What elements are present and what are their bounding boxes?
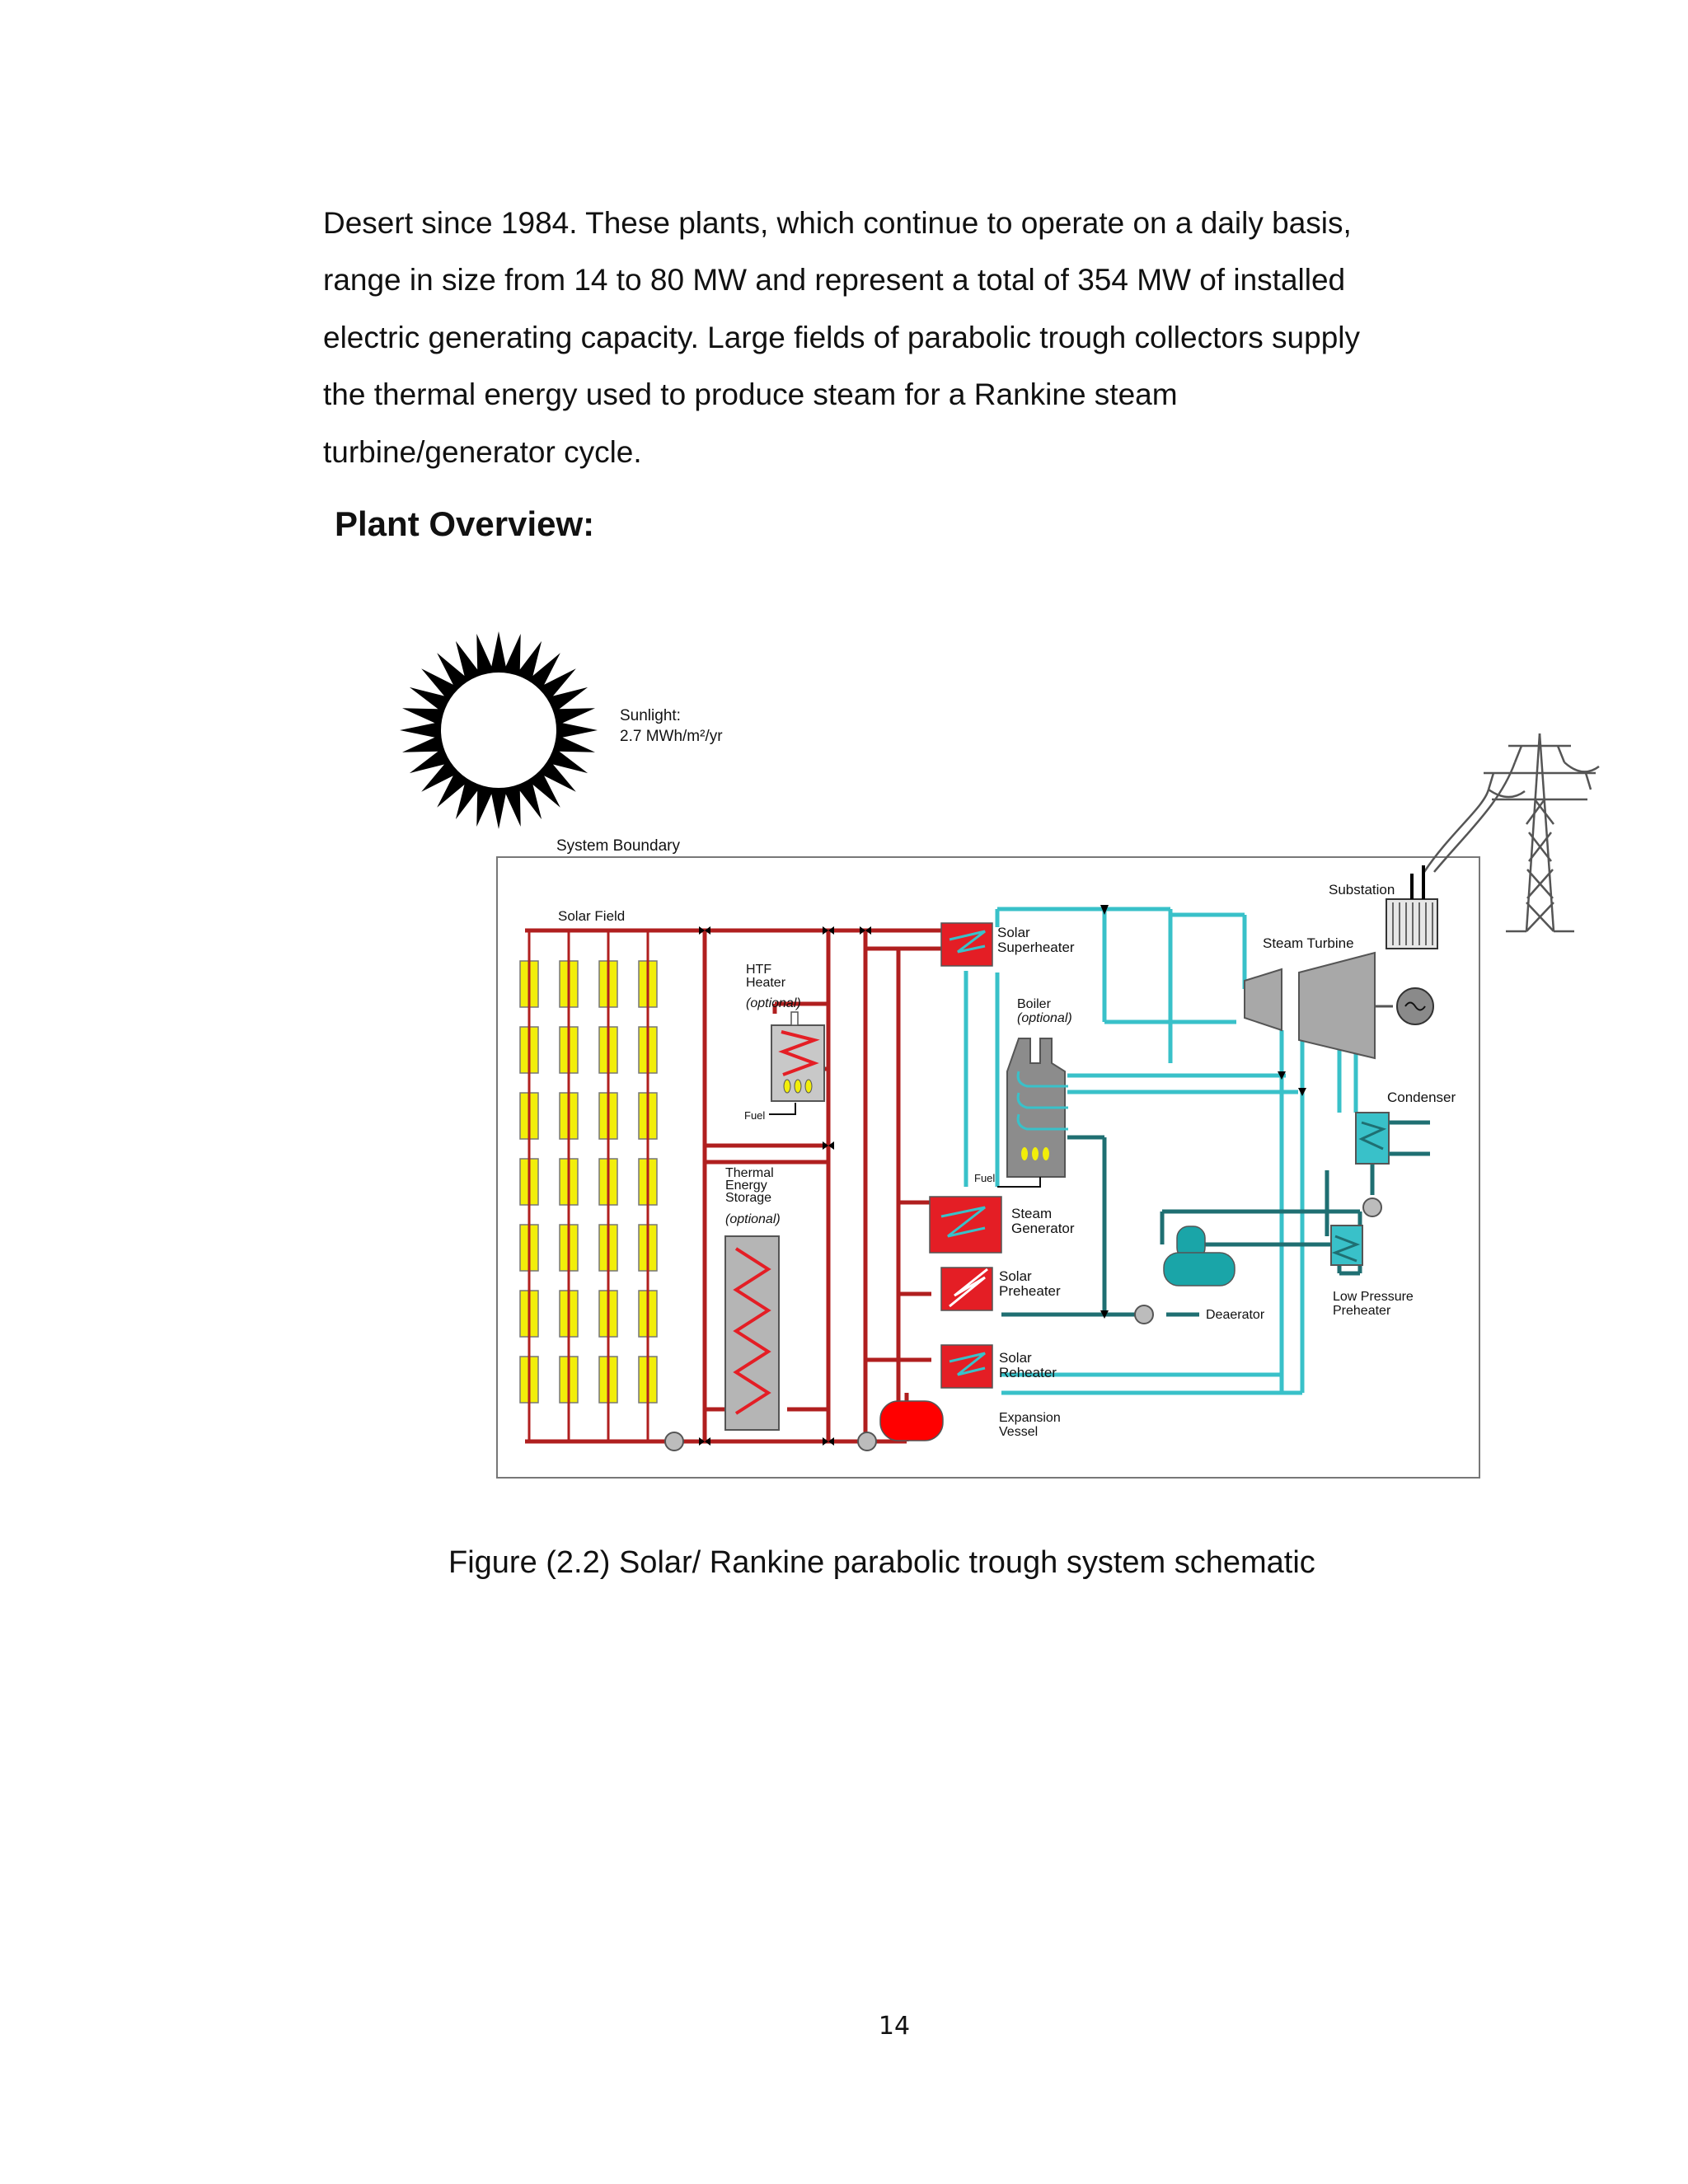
reheater-label: Solar bbox=[999, 1350, 1032, 1366]
solar-field-label: Solar Field bbox=[558, 908, 625, 924]
deaerator-label: Deaerator bbox=[1206, 1308, 1265, 1322]
fuel-label: Fuel bbox=[744, 1109, 765, 1122]
htf-heater-label: HTF bbox=[746, 963, 771, 977]
pump-icon bbox=[664, 1305, 1154, 1451]
htf-heater-optional: (optional) bbox=[746, 996, 801, 1010]
sunlight-label: Sunlight: bbox=[620, 707, 681, 724]
deaerator bbox=[1163, 1226, 1236, 1286]
storage-label: Storage bbox=[725, 1191, 771, 1205]
htf-heater-label: Heater bbox=[746, 976, 786, 990]
substation-label: Substation bbox=[1329, 882, 1395, 898]
steam-generator bbox=[929, 1196, 1002, 1254]
expansion-vessel bbox=[879, 1400, 944, 1441]
lp-preheater-label: Low Pressure bbox=[1333, 1290, 1414, 1304]
htf-heater bbox=[771, 1011, 825, 1102]
schematic-svg: Sunlight: 2.7 MWh/m²/yr System Boundary … bbox=[400, 631, 1600, 1479]
fuel-line bbox=[769, 1103, 796, 1115]
body-line: electric generating capacity. Large fiel… bbox=[323, 320, 1360, 354]
transmission-tower-icon bbox=[1423, 733, 1600, 933]
valve-icon bbox=[699, 905, 1306, 1446]
fuel-label: Fuel bbox=[974, 1172, 995, 1184]
sunlight-value: 2.7 MWh/m²/yr bbox=[620, 728, 723, 745]
superheater-label: Solar bbox=[997, 925, 1030, 940]
solar-reheater bbox=[940, 1344, 993, 1389]
preheater-label: Preheater bbox=[999, 1283, 1061, 1299]
schematic-figure: Sunlight: 2.7 MWh/m²/yr System Boundary … bbox=[387, 626, 1624, 1521]
boiler-optional: (optional) bbox=[1017, 1011, 1072, 1025]
page-number: 14 bbox=[878, 2012, 911, 2041]
body-paragraph: Desert since 1984. These plants, which c… bbox=[323, 194, 1493, 480]
condenser bbox=[1355, 1112, 1430, 1217]
solar-field bbox=[519, 960, 658, 1404]
boiler-label: Boiler bbox=[1017, 997, 1052, 1011]
reheater-label: Reheater bbox=[999, 1365, 1057, 1380]
steam-generator-label: Steam bbox=[1011, 1206, 1052, 1221]
boiler bbox=[1006, 1038, 1068, 1178]
storage-label: Thermal bbox=[725, 1166, 774, 1180]
system-boundary-label: System Boundary bbox=[556, 837, 680, 855]
body-line: Desert since 1984. These plants, which c… bbox=[323, 206, 1352, 240]
storage-label: Energy bbox=[725, 1179, 767, 1193]
fuel-line bbox=[997, 1177, 1041, 1188]
solar-superheater bbox=[940, 922, 993, 967]
figure-caption: Figure (2.2) Solar/ Rankine parabolic tr… bbox=[448, 1545, 1315, 1580]
generator-icon bbox=[1396, 987, 1434, 1025]
low-pressure-preheater bbox=[1330, 1225, 1363, 1266]
steam-generator-label: Generator bbox=[1011, 1221, 1075, 1236]
expansion-vessel-label: Expansion bbox=[999, 1411, 1061, 1425]
substation-icon bbox=[1386, 865, 1438, 949]
body-line: range in size from 14 to 80 MW and repre… bbox=[323, 263, 1346, 298]
system-boundary-box bbox=[496, 856, 1480, 1479]
solar-preheater bbox=[940, 1267, 993, 1311]
condenser-label: Condenser bbox=[1387, 1090, 1456, 1105]
collector-row-pipes bbox=[528, 930, 649, 1441]
superheater-label: Superheater bbox=[997, 940, 1075, 955]
section-heading: Plant Overview: bbox=[335, 504, 595, 543]
preheater-label: Solar bbox=[999, 1268, 1032, 1284]
steam-turbine bbox=[1244, 951, 1393, 1060]
steam-turbine-label: Steam Turbine bbox=[1263, 935, 1354, 951]
storage-optional: (optional) bbox=[725, 1212, 781, 1226]
lp-preheater-label: Preheater bbox=[1333, 1304, 1391, 1318]
expansion-vessel-label: Vessel bbox=[999, 1425, 1038, 1439]
body-line: turbine/generator cycle. bbox=[323, 434, 642, 469]
sun-icon bbox=[400, 631, 598, 829]
thermal-storage-tank bbox=[724, 1235, 780, 1431]
body-line: the thermal energy used to produce steam… bbox=[323, 377, 1178, 412]
